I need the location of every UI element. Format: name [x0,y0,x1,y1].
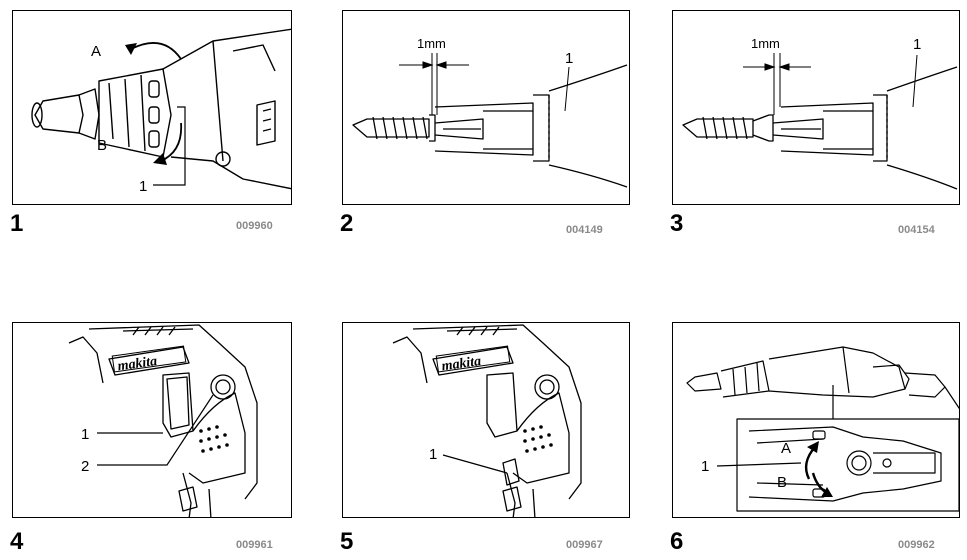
figure-6-label-b: B [777,474,788,491]
figure-6-code: 009962 [898,539,935,551]
figure-2-panel: 1mm 1 [342,10,630,205]
figure-6-number: 6 [670,528,684,555]
figure-6-callout-1: 1 [701,458,710,475]
figure-5-callout-1: 1 [429,446,438,463]
figure-5-code: 009967 [566,539,603,551]
figure-6-panel: A B 1 [672,322,960,518]
figure-2-code: 004149 [566,224,603,236]
figure-1-code: 009960 [236,220,273,232]
figure-2-illustration [352,53,628,188]
figure-3-panel: 1mm 1 [672,10,960,205]
figure-2-number: 2 [340,210,354,237]
figure-6-label-a: A [781,440,792,457]
figure-1-illustration [31,28,291,190]
figure-3-number: 3 [670,210,684,237]
figure-3-gap-label: 1mm [751,36,780,51]
figure-2-gap-label: 1mm [417,36,446,51]
figure-1-number: 1 [10,210,24,237]
figure-5-brand-logo: makita [441,354,482,374]
figure-3-code: 004154 [898,224,935,236]
figure-4-panel: makita 1 2 [12,322,292,518]
figure-4-callout-2: 2 [81,458,90,475]
figure-5-panel: makita 1 [342,322,630,518]
figure-2-callout-1: 1 [565,50,574,67]
figure-1-callout-1: 1 [139,178,148,195]
figure-5-illustration: makita [392,324,582,517]
figure-6-illustration [686,346,959,512]
figure-1-panel: A B 1 [12,10,292,205]
figure-5-number: 5 [340,528,354,555]
figure-4-callout-1: 1 [81,426,90,443]
figure-1-label-b: B [97,137,108,154]
figure-3-illustration [682,53,958,190]
figure-3-callout-1: 1 [913,36,922,53]
figure-4-code: 009961 [236,539,273,551]
figure-4-illustration: makita [68,324,258,517]
figure-4-number: 4 [10,528,24,555]
figure-4-brand-logo: makita [117,354,158,374]
figure-1-label-a: A [91,43,102,60]
